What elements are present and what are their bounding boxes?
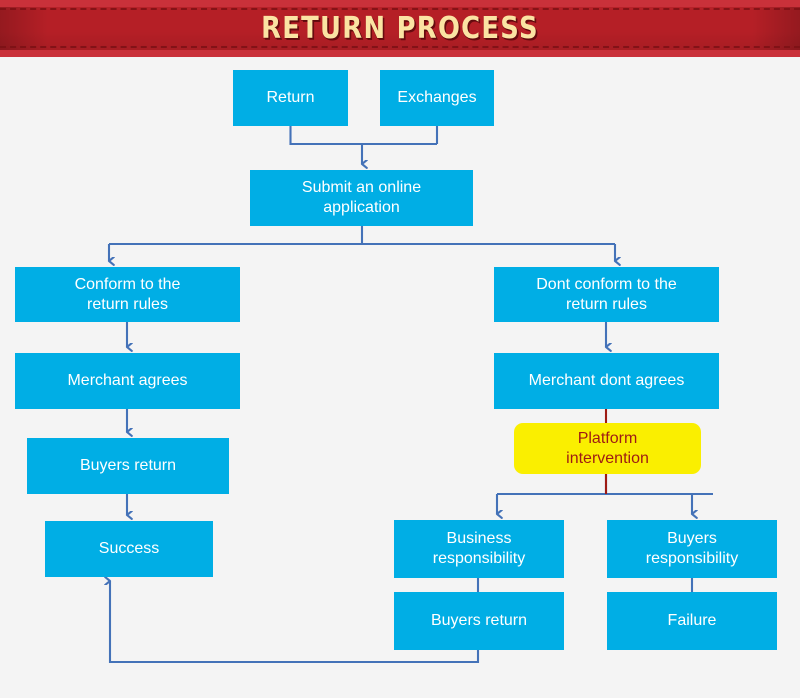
node-business-responsibility[interactable]: Business responsibility <box>394 520 564 578</box>
node-label: Conform to the return rules <box>74 275 181 313</box>
node-submit-online-application[interactable]: Submit an online application <box>250 170 473 226</box>
header-banner: RETURN PROCESS <box>0 0 800 57</box>
node-label: Merchant agrees <box>67 372 188 389</box>
node-merchant-dont-agrees[interactable]: Merchant dont agrees <box>494 353 719 409</box>
node-label: Exchanges <box>397 89 477 106</box>
node-buyers-responsibility[interactable]: Buyers responsibility <box>607 520 777 578</box>
node-label: Buyers return <box>430 612 528 629</box>
node-conform-to-return-rules[interactable]: Conform to the return rules <box>15 267 240 322</box>
node-label: Submit an online application <box>301 179 422 216</box>
node-label: Success <box>98 540 160 557</box>
ribbon-fold-top <box>0 0 800 7</box>
node-label: Platform intervention <box>566 429 649 467</box>
node-label: Buyers responsibility <box>645 530 739 567</box>
node-label: Merchant dont agrees <box>528 372 685 389</box>
node-platform-intervention[interactable]: Platform intervention <box>514 423 701 474</box>
node-label: Business responsibility <box>432 530 526 567</box>
node-label: Dont conform to the return rules <box>536 275 677 313</box>
node-merchant-agrees[interactable]: Merchant agrees <box>15 353 240 409</box>
node-dont-conform-to-return-rules[interactable]: Dont conform to the return rules <box>494 267 719 322</box>
node-label: Failure <box>667 612 717 629</box>
node-failure[interactable]: Failure <box>607 592 777 650</box>
node-buyers-return-middle[interactable]: Buyers return <box>394 592 564 650</box>
node-label: Return <box>266 89 315 106</box>
node-buyers-return-left[interactable]: Buyers return <box>27 438 229 494</box>
diagram-body: Return Exchanges Submit an online applic… <box>0 57 800 698</box>
connector-layer <box>0 126 713 664</box>
edge-return-to-submit <box>289 126 437 146</box>
page-title: RETURN PROCESS <box>261 11 539 46</box>
node-success[interactable]: Success <box>45 521 213 577</box>
stitch-line-top <box>0 8 800 10</box>
edge-feedback-to-success <box>110 581 480 664</box>
node-label: Buyers return <box>79 457 177 474</box>
node-return[interactable]: Return <box>233 70 348 126</box>
ribbon-fold-bottom <box>0 50 800 57</box>
node-exchanges[interactable]: Exchanges <box>380 70 494 126</box>
stitch-line-bottom <box>0 46 800 48</box>
